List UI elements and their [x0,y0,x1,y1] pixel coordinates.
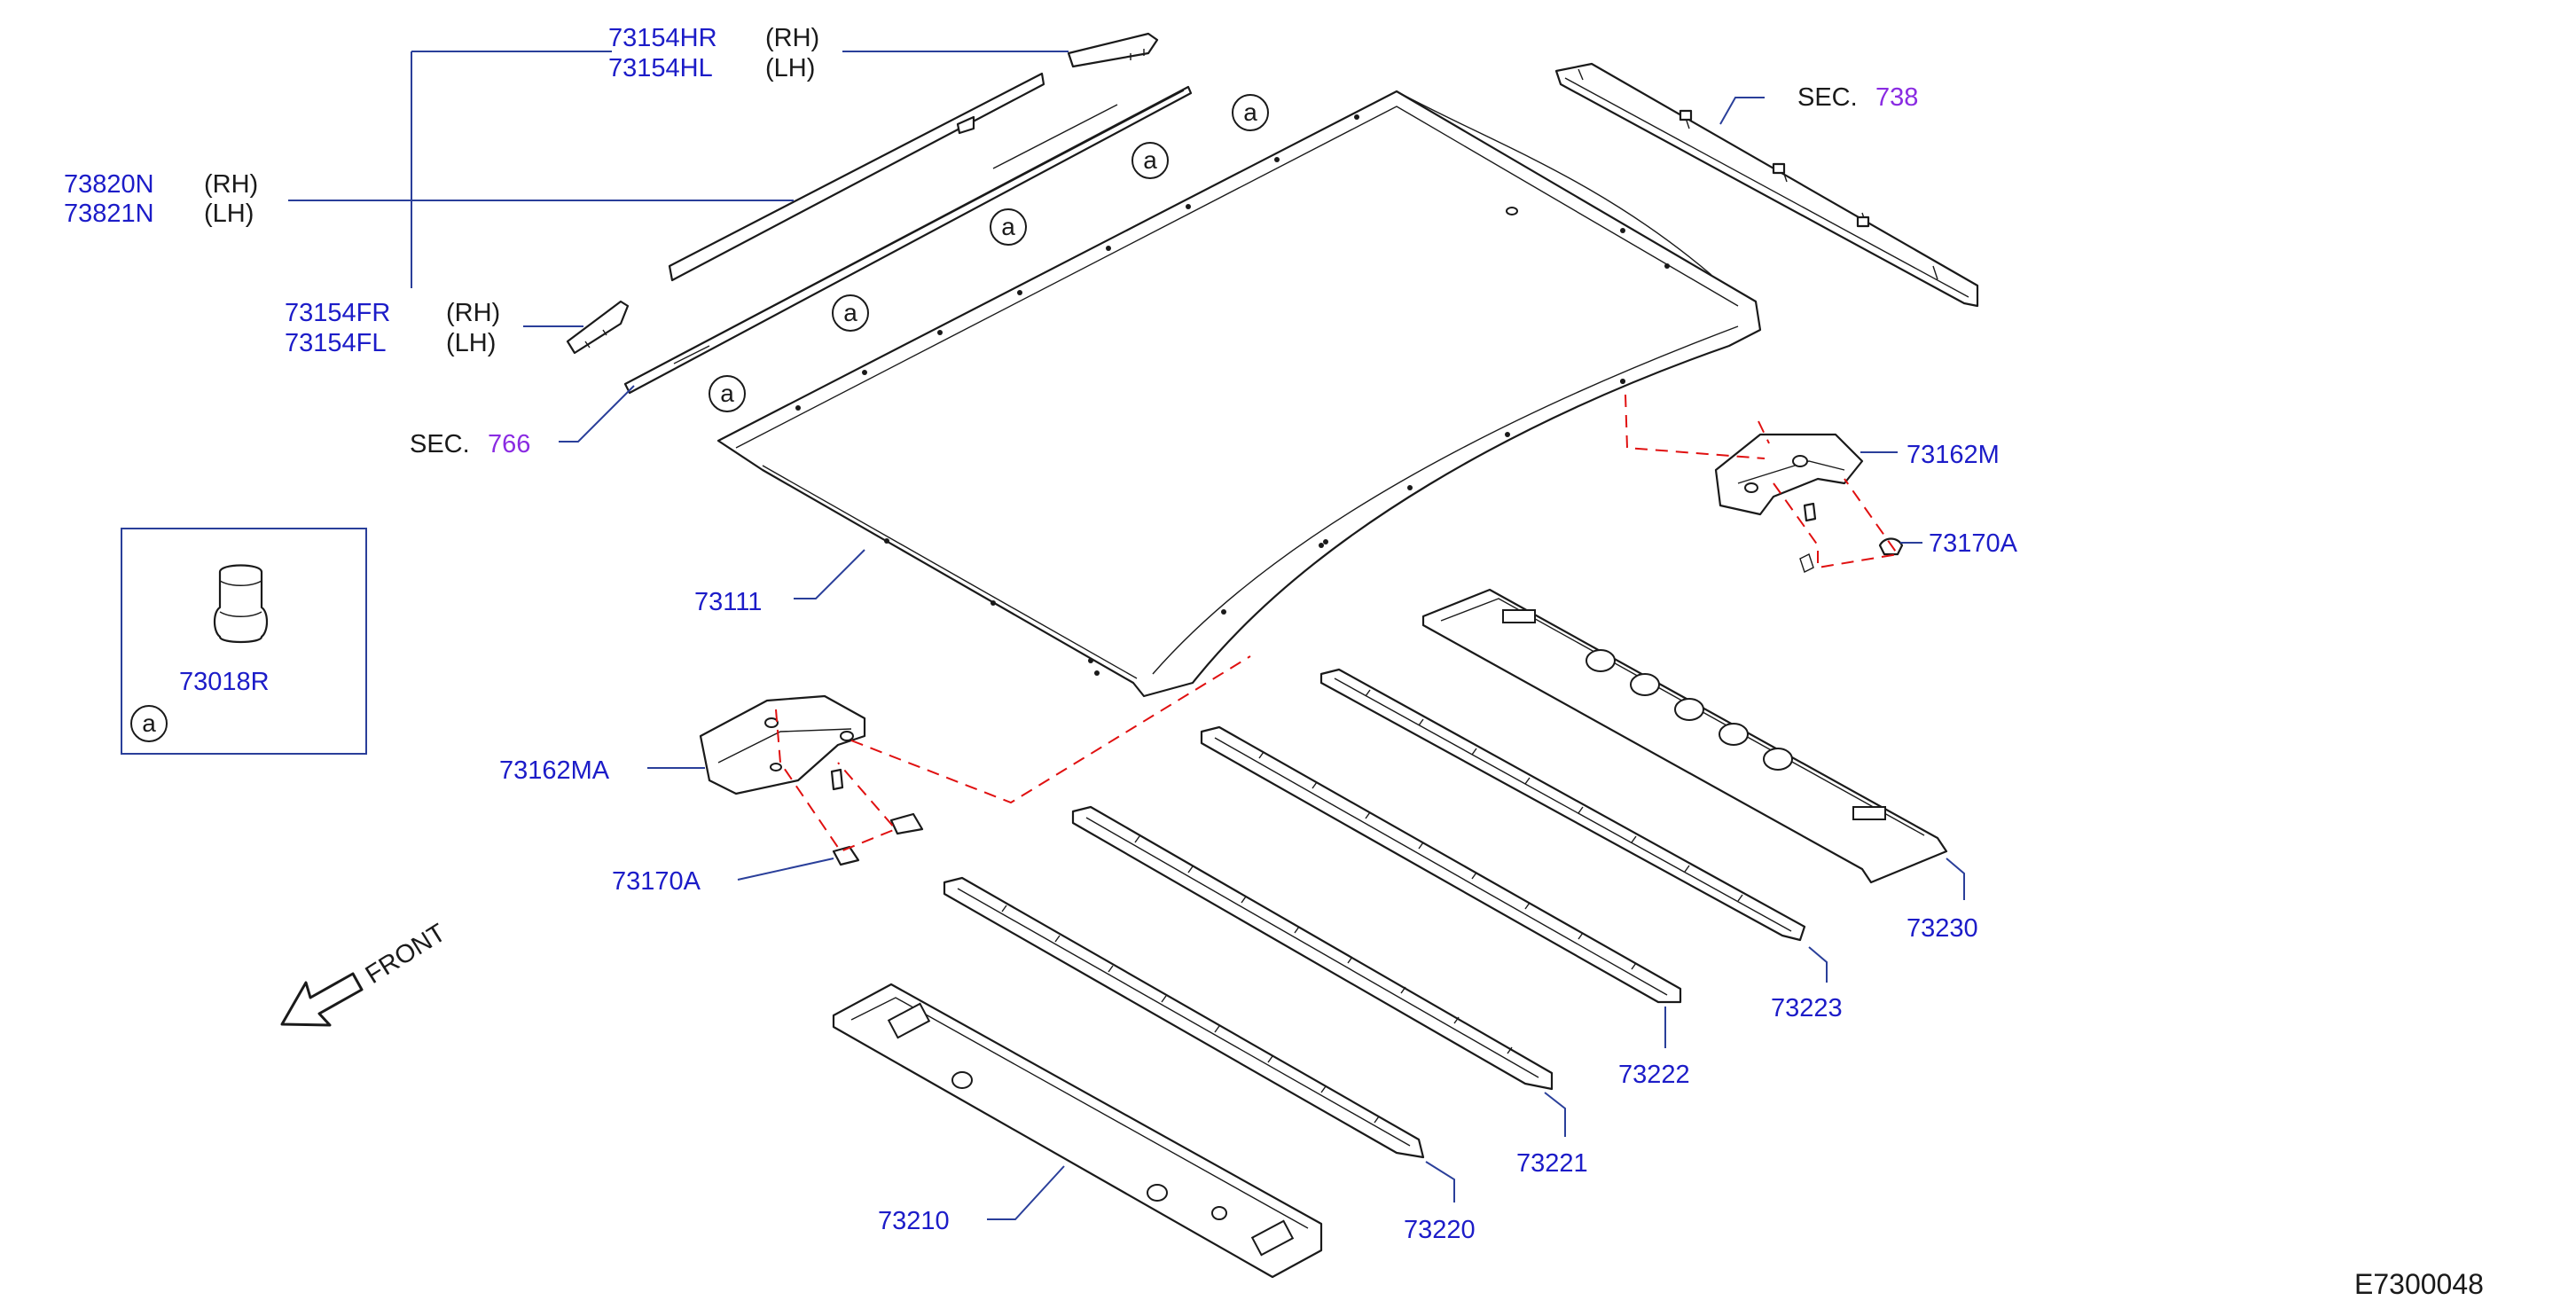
svg-text:a: a [1143,146,1157,174]
clip-box-73018R [121,528,367,755]
label-sec766-number: 766 [488,430,530,458]
callout-a-3: a [990,208,1027,246]
front-header-73210 [832,983,1323,1279]
roof-bow-73230 [1421,588,1948,884]
callout-a-6: a [130,705,168,742]
label-73230: 73230 [1907,914,1978,943]
callout-a-5: a [709,375,746,412]
clip-73018R-icon [213,564,269,644]
end-cap-73154FR [566,300,630,355]
label-rh-73820N: (RH) [204,170,258,199]
label-73221: 73221 [1516,1149,1588,1178]
label-lh-73154HL: (LH) [765,54,815,82]
label-73154FL: 73154FL [285,329,387,357]
label-rh-73154FR: (RH) [446,299,500,327]
label-73162MA: 73162MA [499,756,610,785]
callout-a-4: a [832,294,869,332]
label-73111: 73111 [694,588,762,616]
front-arrow-icon [280,972,364,1027]
svg-text:a: a [1001,213,1015,240]
label-rh-73154HR: (RH) [765,24,819,52]
front-indicator: FRONT [280,919,451,1027]
bracket-73162M [1714,433,1904,573]
label-73162M: 73162M [1907,441,2000,469]
svg-text:a: a [720,380,734,407]
svg-text:a: a [142,709,156,737]
label-73210: 73210 [878,1207,950,1235]
label-73821N: 73821N [64,200,154,228]
bracket-73162MA [699,694,924,866]
label-lh-73154FL: (LH) [446,329,496,357]
label-73154HL: 73154HL [608,54,713,82]
label-sec766-prefix: SEC. [410,430,470,458]
label-73820N: 73820N [64,170,154,199]
label-73018R: 73018R [179,668,270,696]
callout-a-1: a [1232,94,1269,131]
roof-moulding-73820N [668,72,1045,282]
label-front: FRONT [361,919,451,990]
roof-bow-73220 [943,876,1425,1159]
label-73223: 73223 [1771,994,1843,1022]
label-73220: 73220 [1404,1216,1476,1244]
label-lh-73821N: (LH) [204,200,254,228]
drip-rail-strip [623,85,1193,395]
label-73154FR: 73154FR [285,299,390,327]
side-rail-sec738 [1554,62,1979,308]
svg-text:a: a [843,299,857,326]
roof-bow-73221 [1071,805,1554,1091]
callout-a-2: a [1131,142,1169,179]
label-73170A-left: 73170A [612,867,701,896]
dashed-links [775,394,1899,853]
label-sec738-prefix: SEC. [1797,83,1858,112]
roof-panel-73111 [716,90,1762,698]
label-73170A-right: 73170A [1929,529,2018,558]
label-73222: 73222 [1618,1061,1690,1089]
svg-text:a: a [1243,98,1257,126]
figure-code: E7300048 [2354,1268,2484,1300]
roof-bow-73222 [1200,725,1682,1004]
label-73154HR: 73154HR [608,24,717,52]
leader-lines [288,51,1965,1220]
label-sec738-number: 738 [1875,83,1918,112]
roof-bow-73223 [1319,668,1806,942]
end-cap-73154HR [1067,32,1159,68]
